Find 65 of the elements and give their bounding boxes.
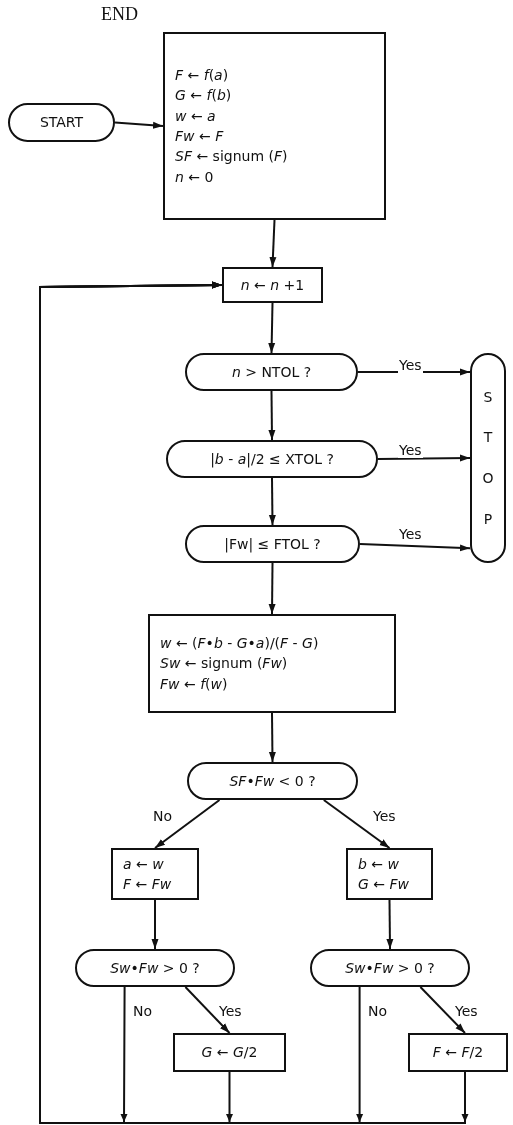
edge-label: No: [367, 1003, 389, 1019]
arrow: [154, 799, 221, 849]
start-terminal: [8, 103, 115, 142]
edge-label: Yes: [398, 526, 423, 542]
decision-terminal: [185, 353, 358, 391]
decision-terminal: [75, 949, 235, 987]
node-text: SF ← signum (F): [175, 147, 288, 167]
node-text: w ← (F•b - G•a)/(F - G): [160, 634, 319, 654]
process-box: [111, 848, 199, 900]
process-box: [163, 32, 386, 220]
arrow: [268, 477, 276, 526]
arrow: [322, 799, 391, 849]
edge-label: Yes: [454, 1003, 479, 1019]
node-text: F ← f(a): [175, 66, 229, 86]
arrow: [377, 454, 471, 462]
node-text: F ← F/2: [432, 1043, 484, 1063]
node-text: Fw ← f(w): [160, 674, 228, 694]
node-text: Sw•Fw > 0 ?: [345, 958, 435, 978]
node-text: |b - a|/2 ≤ XTOL ?: [210, 449, 334, 470]
node-text: n ← 0: [175, 167, 214, 187]
decision-terminal: [187, 762, 358, 800]
arrow: [151, 899, 159, 950]
node-text: n ← n +1: [240, 275, 305, 295]
arrow: [268, 562, 276, 615]
edge-label: Yes: [372, 808, 397, 824]
process-box: [148, 614, 396, 713]
decision-terminal: [310, 949, 470, 987]
node-text: |Fw| ≤ FTOL ?: [224, 534, 321, 555]
arrow: [386, 899, 394, 950]
decision-terminal: [166, 440, 378, 478]
node-text: a ← w: [123, 854, 164, 874]
node-text: Sw•Fw > 0 ?: [110, 958, 200, 978]
arrow: [359, 543, 471, 552]
edge-label: Yes: [398, 357, 423, 373]
heading-label: END: [101, 4, 138, 25]
process-box: [173, 1033, 286, 1072]
arrow: [268, 712, 276, 763]
node-text: START: [39, 113, 84, 133]
node-text: Fw ← F: [175, 127, 224, 146]
edge-label: Yes: [218, 1003, 243, 1019]
node-text: n > NTOL ?: [231, 362, 312, 382]
stop-terminal: [470, 353, 506, 563]
node-text: w ← a: [175, 106, 216, 126]
node-text: SF•Fw < 0 ?: [229, 771, 316, 791]
process-box: [408, 1033, 508, 1072]
process-box: [346, 848, 433, 900]
node-text: G ← Fw: [358, 875, 409, 894]
node-text: F ← Fw: [123, 875, 172, 894]
edge-label: No: [152, 808, 174, 824]
arrow: [268, 302, 276, 354]
arrow: [114, 121, 164, 129]
arrow: [39, 281, 466, 1124]
arrow: [268, 390, 276, 441]
node-text: G ← f(b): [175, 86, 232, 106]
arrow: [184, 986, 231, 1034]
process-box: [222, 267, 323, 303]
node-text: G ← G/2: [201, 1043, 258, 1063]
edge-label: No: [132, 1003, 154, 1019]
arrow: [269, 219, 277, 268]
decision-terminal: [185, 525, 360, 563]
node-text: b ← w: [358, 854, 399, 874]
edge-label: Yes: [398, 442, 423, 458]
node-text: STOP: [481, 387, 495, 529]
arrow: [419, 986, 466, 1034]
node-text: Sw ← signum (Fw): [160, 654, 288, 674]
